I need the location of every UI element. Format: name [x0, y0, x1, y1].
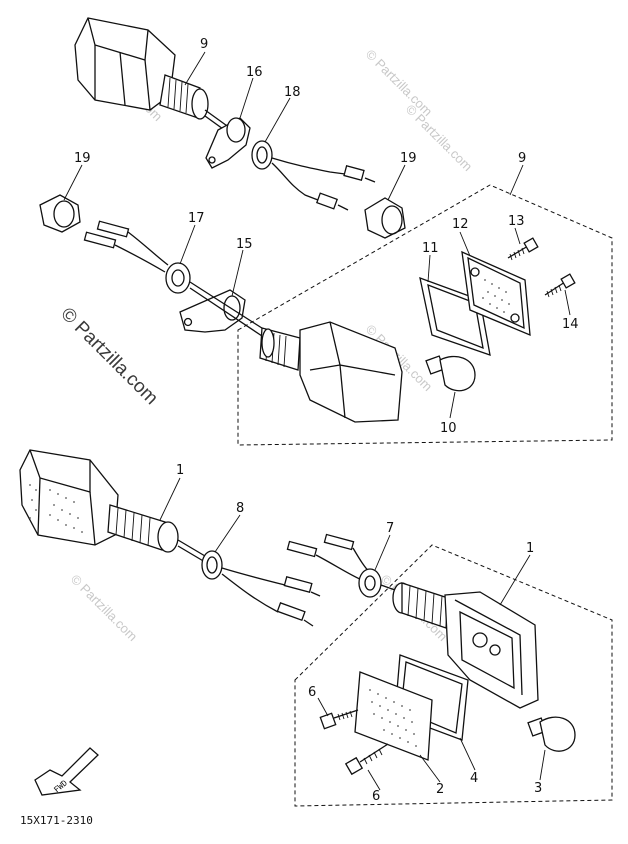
watermark-large: © Partzilla.com [56, 304, 161, 409]
callout-9: 9 [200, 37, 208, 52]
callout-15: 15 [236, 237, 253, 252]
callout-1: 1 [176, 463, 184, 478]
drawing-code: 15X171-2310 [20, 814, 93, 827]
turn-signal-lamp-lower [19, 449, 206, 563]
leader-lines [63, 51, 571, 791]
callout-19: 19 [400, 151, 417, 166]
callout-4: 4 [470, 771, 478, 786]
callout-14: 14 [562, 317, 579, 332]
grommet-19-right [364, 197, 406, 239]
callout-11: 11 [422, 241, 439, 256]
callout-17: 17 [188, 211, 205, 226]
callout-7: 7 [386, 521, 394, 536]
callout-2: 2 [436, 782, 444, 797]
grommet-7 [286, 533, 396, 598]
turn-signal-lamp-middle [259, 321, 403, 423]
group-outline-1 [294, 544, 613, 807]
turn-signal-lamp-lower-right [392, 582, 539, 709]
grommet-8 [201, 550, 321, 627]
callout-13: 13 [508, 214, 525, 229]
callout-1: 1 [526, 541, 534, 556]
lens-2 [354, 671, 433, 761]
bulb-3 [527, 716, 576, 752]
lens-12 [461, 250, 531, 337]
turn-signal-lamp-top [74, 17, 231, 135]
fwd-arrow-icon: FWD [34, 747, 99, 796]
callout-6: 6 [308, 685, 316, 700]
callout-6: 6 [372, 789, 380, 804]
screw-6-lower [344, 743, 389, 776]
callout-10: 10 [440, 421, 457, 436]
watermark: © Partzilla.com [363, 47, 436, 120]
callout-19: 19 [74, 151, 91, 166]
grommet-17 [165, 262, 191, 294]
screw-13 [507, 237, 539, 261]
wire-connectors-upper [83, 220, 169, 273]
bulb-10 [425, 355, 476, 392]
wire [189, 287, 263, 337]
watermark: © Partzilla.com [68, 572, 141, 645]
group-outline-9 [237, 184, 613, 446]
callout-12: 12 [452, 217, 469, 232]
bracket-16 [205, 117, 251, 169]
screw-14 [544, 273, 576, 298]
callouts: 9 16 18 19 19 9 17 15 11 12 13 14 10 1 8… [74, 37, 579, 804]
grommet-18 [251, 140, 376, 211]
callout-16: 16 [246, 65, 263, 80]
callout-18: 18 [284, 85, 301, 100]
grommet-19-left [39, 194, 81, 233]
callout-3: 3 [534, 781, 542, 796]
callout-9: 9 [518, 151, 526, 166]
callout-8: 8 [236, 501, 244, 516]
screw-6-upper [319, 709, 359, 730]
